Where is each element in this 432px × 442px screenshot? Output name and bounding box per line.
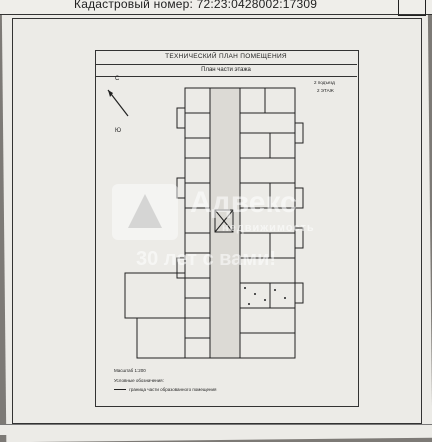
compass-south-label: Ю: [115, 128, 122, 134]
header-box: [398, 0, 426, 16]
outer-frame: [12, 18, 422, 424]
floor-plan: [124, 87, 304, 359]
bottom-strip: [0, 424, 432, 435]
advecs-logo-icon: [112, 184, 178, 240]
legend-item-text: граница части образованного помещения: [129, 387, 217, 392]
logo-shape-icon: [112, 184, 178, 240]
compass: С Ю: [104, 76, 134, 138]
legend-item: граница части образованного помещения: [114, 387, 216, 392]
watermark-tag: недвижимость: [222, 222, 315, 234]
compass-arrow-icon: [107, 89, 129, 117]
entrance-note: 2 подъезд: [314, 80, 335, 85]
floor-note: 2 ЭТАЖ: [317, 88, 334, 93]
header-strip: Кадастровый номер: 72:23:0428002:17309: [0, 0, 432, 16]
watermark-brand: Адвекс: [190, 186, 297, 219]
scale-label: Масштаб 1:200: [114, 368, 146, 373]
compass-north-label: С: [115, 76, 120, 82]
legend-title: Условные обозначения:: [114, 378, 164, 383]
legend-line-icon: [114, 389, 126, 391]
plan-title: ТЕХНИЧЕСКИЙ ПЛАН ПОМЕЩЕНИЯ: [95, 50, 357, 65]
cadastral-number: Кадастровый номер: 72:23:0428002:17309: [74, 0, 318, 11]
plan-frame: [95, 50, 359, 407]
watermark-years: 30 лет с вами!: [136, 248, 277, 270]
plan-subtitle: План части этажа: [95, 64, 357, 77]
